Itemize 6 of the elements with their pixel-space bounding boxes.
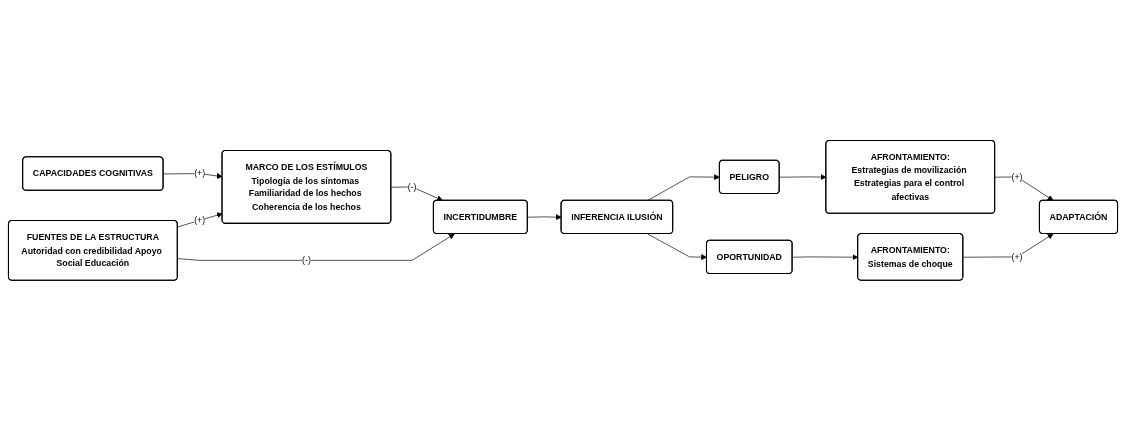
edge-label: (-) <box>302 255 311 266</box>
edge-label: (-) <box>407 181 417 193</box>
edge-label: (+) <box>1011 251 1023 262</box>
edge-label: (+) <box>194 168 206 179</box>
edge-label: (+) <box>194 215 206 226</box>
edge-label: (+) <box>1011 171 1023 182</box>
